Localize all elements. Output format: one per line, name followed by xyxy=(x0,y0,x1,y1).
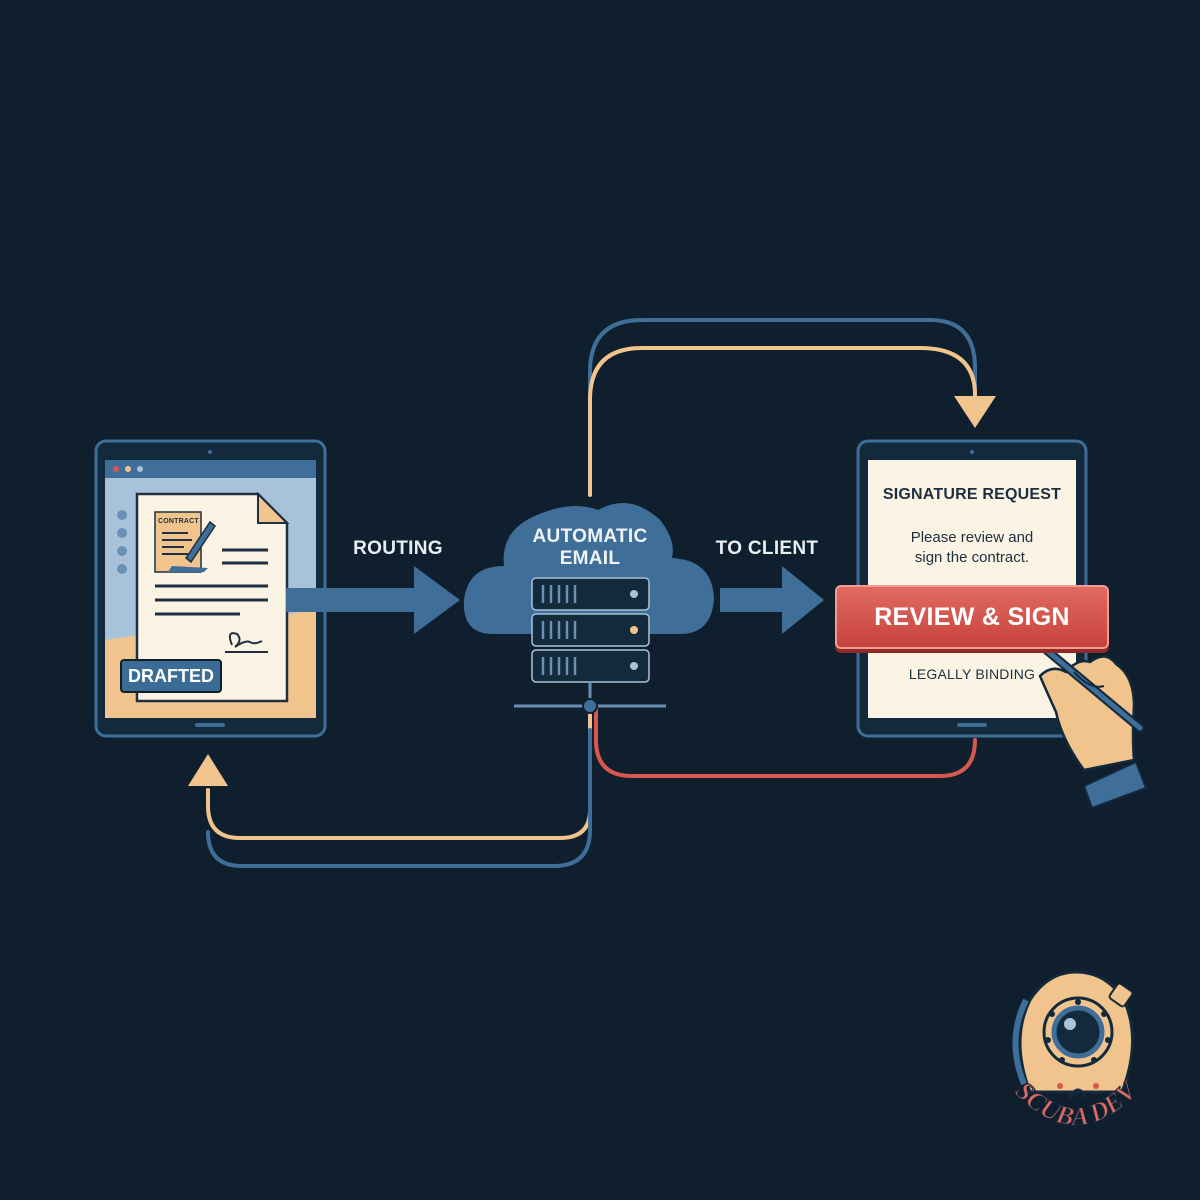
bottom-loop-connector xyxy=(206,704,977,868)
top-loop-connector xyxy=(588,318,977,497)
cloud-label-line2: EMAIL xyxy=(559,548,621,569)
signature-request-body: Please review and sign the contract. xyxy=(880,528,1064,568)
to-client-arrow xyxy=(720,566,824,634)
body-line-2: sign the contract. xyxy=(914,549,1030,566)
routing-arrow xyxy=(286,566,460,634)
body-line-1: Please review and xyxy=(910,529,1034,546)
drafted-status-badge: DRAFTED xyxy=(120,659,222,693)
contract-tag: CONTRACT xyxy=(158,518,199,525)
to-client-label: TO CLIENT xyxy=(715,538,819,559)
signature-request-title: SIGNATURE REQUEST xyxy=(882,486,1062,503)
cloud-server xyxy=(463,502,714,714)
routing-label: ROUTING xyxy=(353,538,443,559)
diving-helmet-icon xyxy=(1012,970,1134,1099)
cloud-label: AUTOMATIC EMAIL xyxy=(520,526,660,570)
legally-binding-note: LEGALLY BINDING xyxy=(908,666,1036,682)
bottom-loop-arrowhead xyxy=(188,754,228,786)
top-loop-arrowhead xyxy=(954,396,996,428)
review-and-sign-button[interactable]: REVIEW & SIGN xyxy=(835,585,1109,649)
cloud-label-line1: AUTOMATIC xyxy=(532,526,648,547)
